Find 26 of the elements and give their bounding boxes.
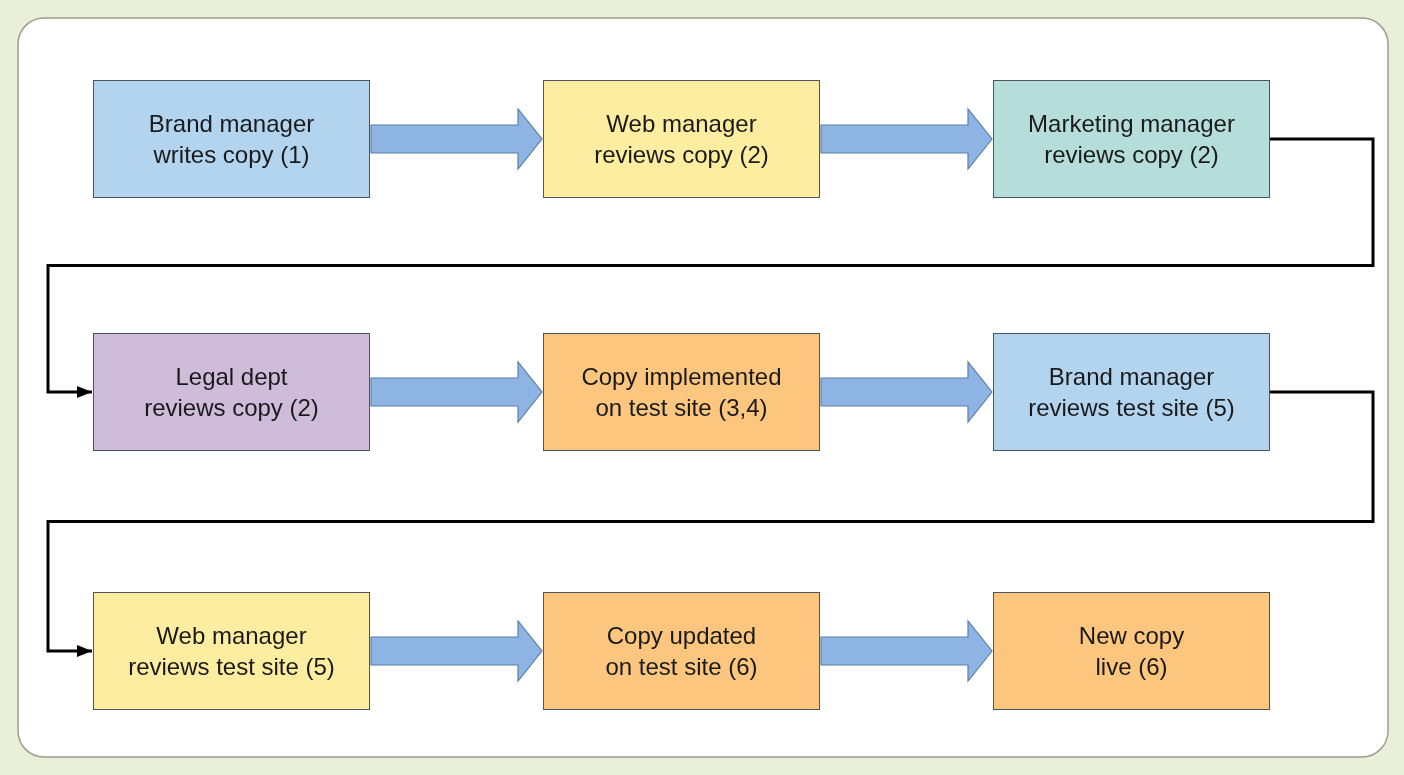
step-text: Legal dept reviews copy (2) <box>143 362 320 423</box>
step-text: Brand manager reviews test site (5) <box>1027 362 1236 423</box>
process-box <box>93 592 370 710</box>
elbow-arrow <box>46 390 1375 657</box>
step-text: Marketing manager reviews copy (2) <box>1027 109 1236 170</box>
block-arrow <box>370 619 543 683</box>
step-text: New copy live (6) <box>1077 621 1186 682</box>
block-arrow <box>370 360 543 424</box>
process-box <box>993 333 1270 451</box>
process-box <box>993 592 1270 710</box>
process-box <box>543 80 820 198</box>
block-arrow <box>370 107 543 171</box>
step-text: Copy updated on test site (6) <box>604 621 759 682</box>
process-box <box>543 333 820 451</box>
step-text: Brand manager writes copy (1) <box>147 109 316 170</box>
step-text: Web manager reviews copy (2) <box>593 109 770 170</box>
elbow-arrow <box>46 137 1375 398</box>
step-text: Web manager reviews test site (5) <box>127 621 336 682</box>
process-box <box>93 80 370 198</box>
process-box <box>93 333 370 451</box>
process-box <box>993 80 1270 198</box>
step-text: Copy implemented on test site (3,4) <box>580 362 783 423</box>
block-arrow <box>820 619 993 683</box>
process-box <box>543 592 820 710</box>
block-arrow <box>820 360 993 424</box>
block-arrow <box>820 107 993 171</box>
